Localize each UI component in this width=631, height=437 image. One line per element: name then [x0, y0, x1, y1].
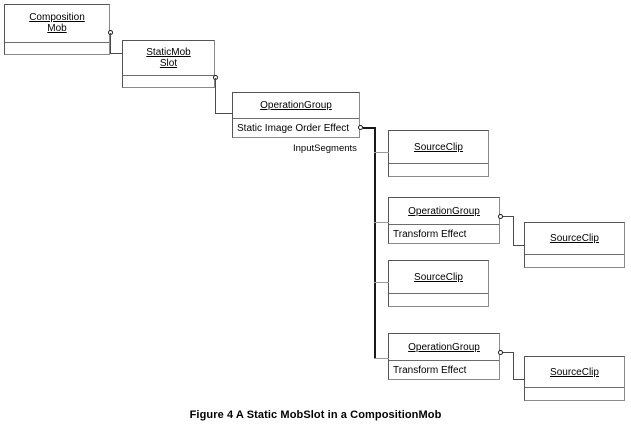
connector-operation-group-2-stem [503, 216, 514, 217]
class-title-source-clip-3: SourceClip [389, 261, 488, 293]
class-title-operation-group-3: OperationGroup [389, 334, 499, 360]
class-name-label: OperationGroup [408, 205, 480, 217]
class-compartment-empty [5, 41, 109, 55]
class-box-static-mob-slot[interactable]: StaticMob Slot [122, 40, 215, 88]
class-title-operation-group-2: OperationGroup [389, 198, 499, 224]
class-box-source-clip-1[interactable]: SourceClip [388, 130, 489, 177]
connector-branch-operation-group-3 [374, 358, 389, 359]
connector-input-segments-trunk [374, 127, 376, 359]
connector-operation-group-2-horizontal [513, 245, 525, 246]
class-attribute-transform-effect: Transform Effect [389, 224, 499, 243]
edge-label-input-segments: InputSegments [293, 143, 357, 154]
connector-operation-group-3-horizontal [513, 379, 525, 380]
class-title-source-clip-4: SourceClip [525, 357, 624, 387]
class-box-operation-group-3[interactable]: OperationGroup Transform Effect [388, 333, 500, 380]
class-compartment-empty [389, 293, 488, 306]
class-box-operation-group-2[interactable]: OperationGroup Transform Effect [388, 197, 500, 244]
class-title-operation-group-root: OperationGroup [233, 93, 359, 118]
class-box-source-clip-2[interactable]: SourceClip [524, 222, 625, 268]
connector-composition-mob-vertical [110, 33, 111, 53]
class-name-label: SourceClip [550, 366, 599, 378]
class-compartment-empty [525, 387, 624, 400]
class-attribute-transform-effect: Transform Effect [389, 360, 499, 379]
class-name-label: StaticMob Slot [146, 46, 191, 69]
connector-input-segments-stem [363, 127, 376, 129]
class-attribute-static-image-order-effect: Static Image Order Effect [233, 118, 359, 137]
class-title-composition-mob: Composition Mob [5, 5, 109, 42]
class-title-source-clip-2: SourceClip [525, 223, 624, 254]
class-name-label: Composition Mob [29, 12, 85, 35]
association-endpoint-input-segments [358, 125, 363, 130]
class-name-label: OperationGroup [408, 341, 480, 353]
connector-operation-group-3-stem [503, 352, 514, 353]
class-title-static-mob-slot: StaticMob Slot [123, 41, 214, 75]
class-name-label: OperationGroup [260, 100, 332, 112]
class-title-source-clip-1: SourceClip [389, 131, 488, 163]
connector-composition-mob-horizontal [110, 53, 123, 54]
connector-static-mob-slot-horizontal [215, 113, 233, 114]
class-box-source-clip-4[interactable]: SourceClip [524, 356, 625, 401]
connector-branch-operation-group-2 [374, 222, 389, 223]
class-box-composition-mob[interactable]: Composition Mob [4, 4, 110, 55]
figure-caption: Figure 4 A Static MobSlot in a Compositi… [189, 409, 442, 421]
class-box-source-clip-3[interactable]: SourceClip [388, 260, 489, 307]
class-compartment-empty [389, 163, 488, 176]
connector-branch-source-clip-3 [374, 282, 389, 283]
class-name-label: SourceClip [550, 233, 599, 245]
association-endpoint-operation-group-3 [498, 350, 503, 355]
class-compartment-empty [525, 254, 624, 267]
class-box-operation-group-root[interactable]: OperationGroup Static Image Order Effect [232, 92, 360, 138]
connector-static-mob-slot-vertical [215, 78, 216, 113]
class-compartment-empty [123, 74, 214, 87]
class-name-label: SourceClip [414, 141, 463, 153]
class-name-label: SourceClip [414, 271, 463, 283]
connector-operation-group-2-vertical [513, 216, 514, 246]
association-endpoint-operation-group-2 [498, 214, 503, 219]
connector-operation-group-3-vertical [513, 352, 514, 380]
connector-branch-source-clip-1 [374, 152, 389, 153]
